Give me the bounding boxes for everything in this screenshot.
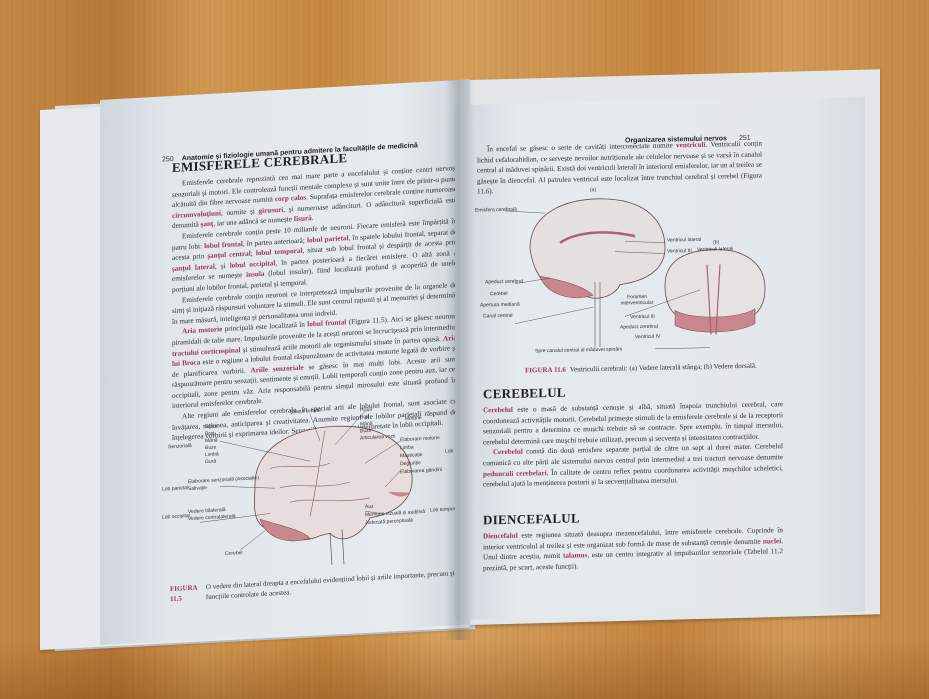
figure-11-6: (a) Emisfera cerebrală Ventricul lateral… (475, 183, 775, 364)
ventricles-illustration (504, 198, 766, 350)
label-foramen-interventricular: Foramen interventricular (620, 293, 654, 307)
label-motor-items: Picior Braț Mână Buze Articularea vocii (360, 406, 396, 442)
keyword: Cerebelul (483, 405, 513, 415)
keyword: ventriculi (676, 140, 706, 150)
label-ventricul-lateral: Ventricul lateral (667, 236, 702, 244)
cerebelul-body: Cerebelul este o masă de substanță cenuș… (483, 399, 783, 490)
brain-lateral-illustration (199, 411, 413, 566)
label-canal-central: Canal central (483, 312, 513, 320)
keyword: lobul parietal (306, 233, 349, 244)
left-text-block: EMISFERELE CEREBRALE Emisferele cerebral… (172, 144, 457, 444)
book-gutter-shadow (445, 80, 475, 640)
keyword: corp calos (274, 193, 307, 204)
panel-b-label: (b) (713, 239, 720, 246)
keyword: lobul temporal (255, 246, 303, 258)
label-ventricul-iv: Ventricul IV (635, 333, 661, 341)
keyword: șanțul lateral (172, 262, 215, 273)
label-cerebel: Cerebel (225, 550, 243, 558)
label-emisfera-cerebrala: Emisfera cerebrală (475, 206, 517, 214)
paragraph: Cerebelul este o masă de substanță cenuș… (483, 400, 783, 447)
label-sensory-items: Picior Braț Mână Buze Limbă Gură (205, 423, 219, 466)
label-temporal-items: Auz Memorie vizuală și auditivă Judecată… (365, 503, 426, 527)
label-ventricul-iii-b: Ventricul III (630, 313, 655, 321)
label-ventriculi-laterali: Ventriculi laterali (697, 246, 734, 253)
keyword: șanț (200, 220, 214, 229)
paragraph: Cerebelul constă din două emisfere separ… (483, 442, 783, 489)
keyword: lobul frontal (204, 239, 243, 250)
panel-a-label: (a) (590, 187, 597, 194)
keyword: circumvoluțiuni (172, 209, 221, 220)
label-frontal-items: Elaborare motorie Limba Masticație Deglu… (400, 435, 442, 476)
keyword: insula (246, 270, 265, 280)
figure-11-5-caption: FIGURA 11.5 O vedere din lateral dreapta… (170, 568, 460, 604)
figure-11-5: Șanțul central Motorie Picior Braț Mână … (160, 398, 469, 575)
label-ventricul-iii-a: Ventricul III (667, 248, 692, 255)
label-occipital-items: Vedere bilaterală Vedere contralaterală (188, 506, 236, 523)
keyword: Cerebelul (493, 447, 523, 457)
keyword: fisură (293, 214, 312, 224)
right-page: Organizarea sistemului nervos 251 În enc… (455, 96, 865, 620)
section-diencefalul: DIENCEFALUL Diencefalul este regiunea si… (483, 506, 783, 574)
caption-text: Ventriculii cerebrali: (a) Vedere latera… (569, 361, 757, 374)
section-cerebelul: CEREBELUL Cerebelul este o masă de subst… (483, 380, 783, 490)
keyword: pedunculi cerebelari (483, 468, 547, 478)
label-apeduct-cerebral-a: Apeduct cerebral (485, 278, 523, 286)
keyword: Diencefalul (483, 531, 518, 541)
keyword: lobul frontal (307, 318, 347, 329)
caption-text: O vedere din lateral dreapta a encefalul… (205, 569, 455, 602)
label-apertura-mediana: Apertura mediană (480, 301, 520, 309)
caption-label: FIGURA 11.5 (170, 583, 198, 604)
keyword: lobul occipital (229, 258, 276, 270)
keyword: talamus (562, 551, 588, 560)
caption-label: FIGURA 11.6 (525, 365, 566, 375)
label-apeduct-cerebral-b: Apeduct cerebral (620, 323, 658, 331)
paragraph: Diencefalul este regiunea situată deasup… (483, 526, 783, 573)
left-page: 250 Anatomie și fiziologie umană pentru … (100, 79, 470, 646)
paragraph: Aria motorie principală este localizată … (172, 312, 457, 411)
keyword: Ariile senzoriale (250, 363, 304, 375)
diencefalul-body: Diencefalul este regiunea situată deasup… (483, 525, 783, 574)
label-motorie: Motorie (405, 415, 422, 422)
keyword: șanțul central (207, 249, 251, 261)
keyword: Aria motorie (182, 325, 223, 336)
keyword: tractului corticospinal (172, 345, 241, 358)
wooden-table (0, 639, 929, 699)
keyword: girusuri (258, 205, 284, 215)
label-cerebel-a: Cerebel (490, 290, 508, 298)
keyword: nuclei (762, 536, 782, 546)
